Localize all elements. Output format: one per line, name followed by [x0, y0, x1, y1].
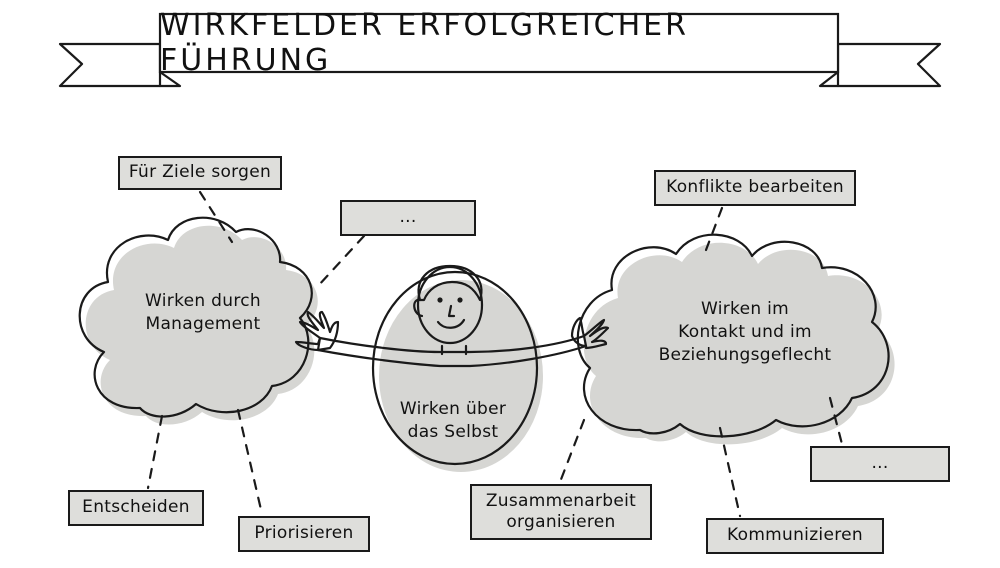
cloud-management-label: Wirken durch Management [145, 291, 261, 334]
title-banner [58, 12, 942, 88]
box-ziele-sorgen: Für Ziele sorgen [118, 156, 282, 190]
cloud-kontakt-shape [576, 233, 895, 445]
connectors [146, 190, 844, 518]
box-konflikte-bearbeiten: Konflikte bearbeiten [654, 170, 856, 206]
box-priorisieren: Priorisieren [238, 516, 370, 552]
page-title: WIRKFELDER ERFOLGREICHER FÜHRUNG [160, 8, 689, 78]
box-kommunizieren: Kommunizieren [706, 518, 884, 554]
cloud-management-shape [78, 216, 318, 425]
box-placeholder-top: ... [340, 200, 476, 236]
box-zusammenarbeit: Zusammenarbeit organisieren [470, 484, 652, 540]
cloud-kontakt-label: Wirken im Kontakt und im Beziehungsgefle… [658, 299, 832, 365]
box-entscheiden: Entscheiden [68, 490, 204, 526]
center-self-label: Wirken über das Selbst [399, 399, 507, 442]
center-oval-shape [371, 270, 543, 472]
box-placeholder-right: ... [810, 446, 950, 482]
person-figure [294, 264, 610, 368]
